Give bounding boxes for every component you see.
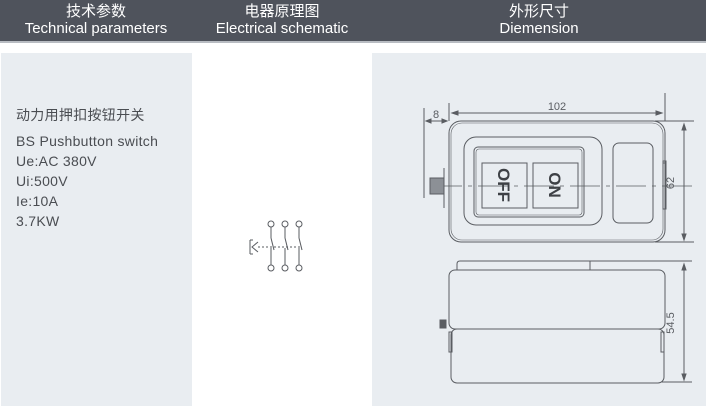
dim-height-label: 62 <box>665 177 677 189</box>
header-technical-parameters: 技术参数 Technical parameters <box>0 0 192 41</box>
dim-knob-label: 8 <box>433 109 439 121</box>
terminal-top-1 <box>267 220 275 228</box>
rated-voltage: Ue:AC 380V <box>16 153 97 169</box>
contact-2 <box>284 237 289 251</box>
product-name-en: BS Pushbutton switch <box>16 133 159 149</box>
header-dimension: 外形尺寸 Diemension <box>372 0 706 41</box>
label-window <box>612 142 654 224</box>
terminal-bottom-2 <box>281 264 289 272</box>
switch-schematic <box>249 220 303 272</box>
pushbutton-actuator-icon <box>249 239 259 255</box>
dimension-panel <box>372 53 706 406</box>
off-button-label: OFF <box>494 168 513 202</box>
side-knob-icon <box>439 319 447 329</box>
rated-power: 3.7KW <box>16 213 60 229</box>
header-divider <box>0 41 706 43</box>
header-zh-label: 电器原理图 <box>244 2 320 20</box>
dimension-drawing: 102 8 62 54.5 OFF ON <box>423 93 694 384</box>
housing-side-view <box>448 269 666 330</box>
off-button <box>481 162 528 209</box>
terminal-top-2 <box>281 220 289 228</box>
button-bezel <box>463 136 603 226</box>
cover-lip <box>456 260 591 270</box>
header-zh-label: 外形尺寸 <box>508 2 569 20</box>
parameters-list: 动力用押扣按钮开关 BS Pushbutton switch Ue:AC 380… <box>16 106 158 231</box>
contact-1 <box>270 237 275 251</box>
table-header: 技术参数 Technical parameters 电器原理图 Electric… <box>0 0 706 41</box>
technical-parameters-panel <box>1 53 192 406</box>
on-button-label: ON <box>545 172 564 198</box>
header-en-label: Diemension <box>499 20 579 37</box>
knob-icon <box>429 177 445 195</box>
header-zh-label: 技术参数 <box>65 2 126 20</box>
header-electrical-schematic: 电器原理图 Electrical schematic <box>192 0 372 41</box>
terminal-top-3 <box>295 220 303 228</box>
contact-3 <box>298 237 303 251</box>
terminal-bottom-3 <box>295 264 303 272</box>
housing-top-view <box>448 120 666 243</box>
electrical-schematic-panel <box>192 53 372 406</box>
product-name-zh: 动力用押扣按钮开关 <box>16 108 145 124</box>
terminal-bottom-1 <box>267 264 275 272</box>
header-en-label: Electrical schematic <box>215 20 349 37</box>
dim-width-label: 102 <box>548 101 566 113</box>
rated-current: Ie:10A <box>16 193 59 209</box>
dim-depth-label: 54.5 <box>665 312 677 333</box>
on-button <box>532 162 579 209</box>
header-en-label: Technical parameters <box>24 20 168 37</box>
insulation-voltage: Ui:500V <box>16 173 68 189</box>
base-side-view <box>450 328 665 384</box>
